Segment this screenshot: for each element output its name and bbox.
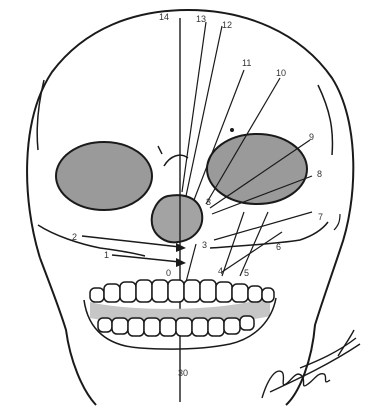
label-2: 2 [72, 232, 77, 242]
lower-tooth [98, 318, 112, 332]
glabella-mark [164, 155, 188, 166]
cheek-right-contour [210, 222, 328, 248]
upper-tooth [104, 284, 120, 302]
lower-tooth [224, 318, 240, 334]
label-12: 12 [222, 20, 232, 30]
label-8: 8 [317, 169, 322, 179]
label-10: 10 [276, 68, 286, 78]
label-3-upper: 3 [206, 197, 211, 207]
lower-tooth [160, 318, 176, 336]
label-11: 11 [242, 58, 251, 68]
upper-tooth [248, 286, 262, 302]
lower-tooth [192, 318, 208, 336]
radial-line-3 [186, 244, 196, 282]
label-3-lower: 3 [202, 240, 207, 250]
radial-line-7 [214, 212, 312, 240]
label-13: 13 [196, 14, 206, 24]
dot-mark [230, 128, 234, 132]
lower-tooth [208, 318, 224, 336]
upper-tooth [120, 282, 136, 302]
label-30: 30 [178, 368, 188, 378]
upper-tooth [90, 288, 104, 302]
upper-tooth [200, 280, 216, 302]
lower-tooth [144, 318, 160, 336]
lower-tooth [112, 318, 128, 334]
label-7: 7 [318, 212, 323, 222]
nose-left-mark [158, 146, 162, 154]
label-0: 0 [166, 268, 171, 278]
arrow-1 [112, 255, 186, 267]
lower-tooth [240, 316, 254, 330]
upper-tooth [168, 280, 184, 302]
cheek-left-contour [38, 225, 145, 256]
lower-tooth [128, 318, 144, 336]
radial-line-6 [222, 232, 282, 272]
label-4: 4 [218, 266, 223, 276]
right-orbit [207, 134, 307, 204]
temporal-line-right [318, 85, 332, 155]
upper-tooth [262, 288, 274, 302]
jaw-left-outline [40, 258, 96, 405]
label-1: 1 [104, 250, 109, 260]
nasal-cavity [152, 195, 203, 242]
upper-teeth [90, 280, 274, 302]
label-9: 9 [309, 132, 314, 142]
label-6: 6 [276, 242, 281, 252]
lower-tooth [176, 318, 192, 336]
temporal-line-left [37, 80, 44, 150]
radial-line-4 [222, 212, 244, 276]
upper-tooth [152, 280, 168, 302]
upper-tooth [232, 284, 248, 302]
right-margin-mark [334, 214, 340, 230]
signature [262, 330, 360, 398]
radial-line-13 [182, 22, 206, 192]
label-14: 14 [159, 12, 169, 22]
upper-tooth [184, 280, 200, 302]
label-5: 5 [244, 268, 249, 278]
left-orbit [56, 142, 152, 210]
upper-tooth [216, 282, 232, 302]
upper-tooth [136, 280, 152, 302]
